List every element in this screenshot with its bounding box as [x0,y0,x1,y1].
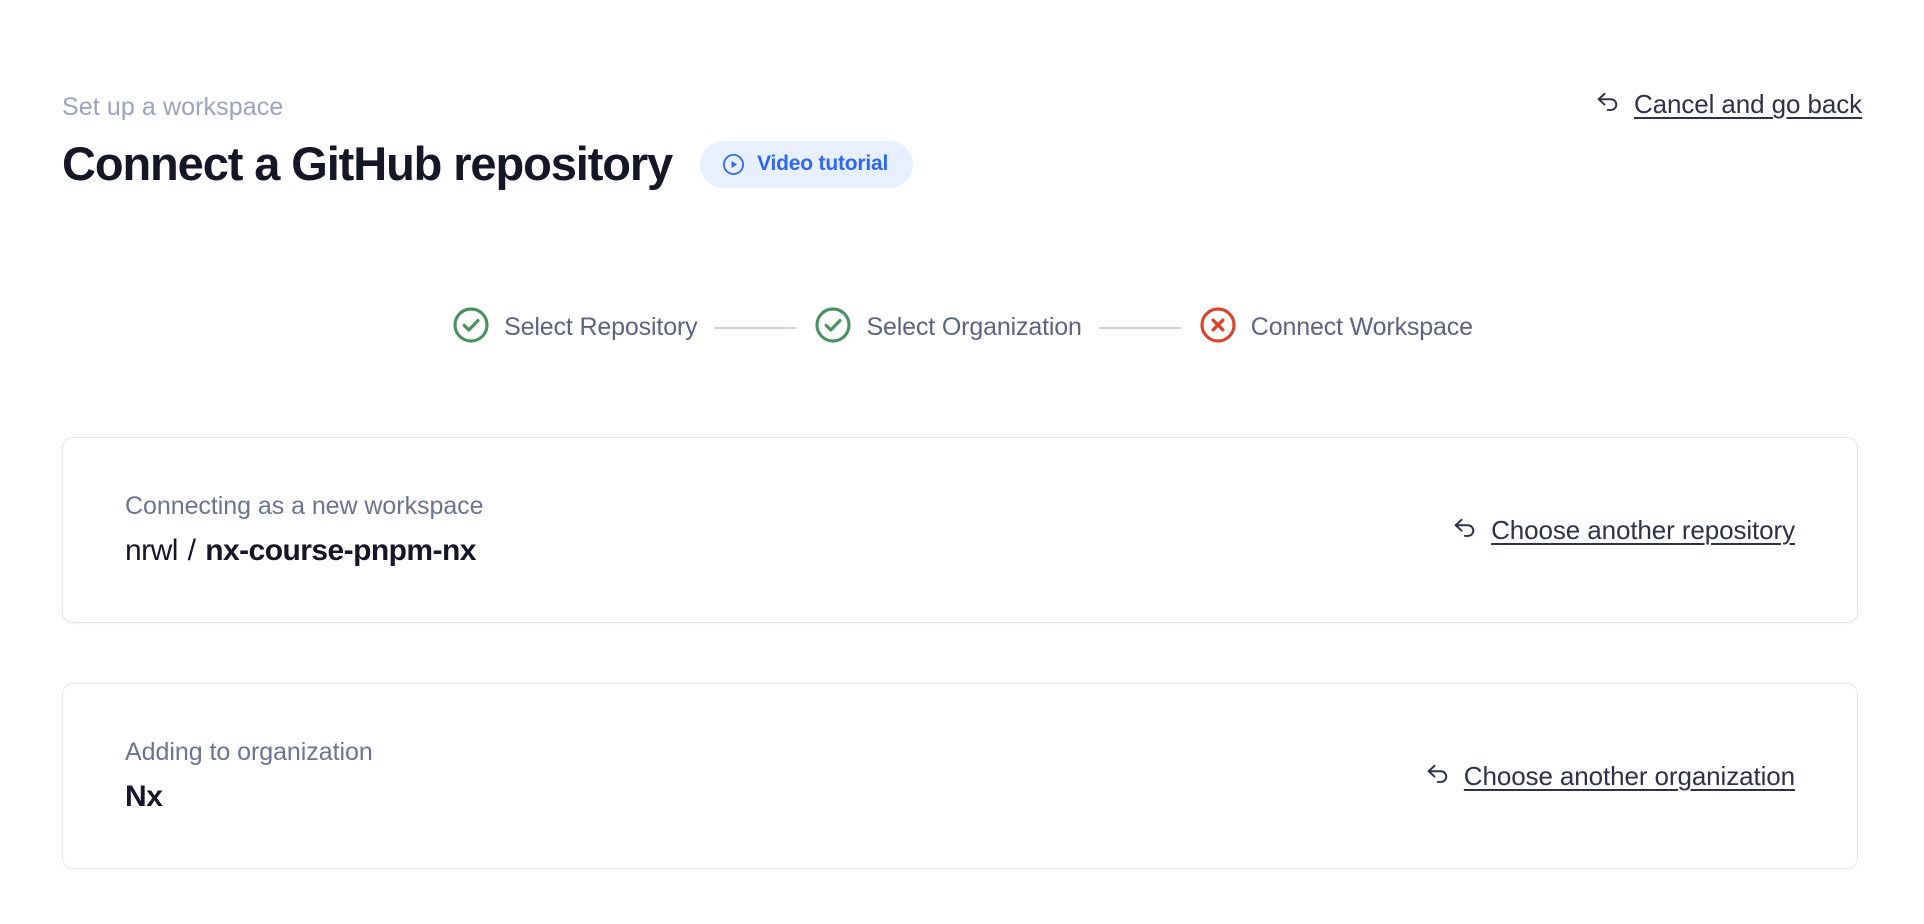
choose-another-repository-link[interactable]: Choose another repository [1451,514,1795,547]
page-header: Set up a workspace Connect a GitHub repo… [62,92,1862,191]
video-tutorial-label: Video tutorial [757,152,889,176]
step-connector [714,326,797,329]
organization-card: Adding to organization Nx Choose another… [62,683,1858,869]
organization-name: Nx [125,780,163,813]
choose-another-repository-label: Choose another repository [1491,514,1795,545]
step-connector [1098,326,1181,329]
repository-card-content: Connecting as a new workspace nrwl / nx-… [125,491,484,569]
back-arrow-icon [1451,514,1479,547]
step-select-repository[interactable]: Select Repository [451,305,698,350]
x-circle-icon [1198,305,1238,350]
progress-stepper: Select Repository Select Organization Co… [0,305,1924,350]
back-arrow-icon [1424,760,1452,793]
cancel-and-go-back-label: Cancel and go back [1633,89,1862,119]
step-label: Connect Workspace [1250,313,1473,341]
check-circle-icon [813,305,853,350]
step-connect-workspace[interactable]: Connect Workspace [1198,305,1473,350]
choose-another-organization-label: Choose another organization [1463,760,1795,791]
check-circle-icon [451,305,491,350]
back-arrow-icon [1594,88,1622,121]
repository-owner: nrwl [125,534,178,567]
breadcrumb: Set up a workspace [62,93,284,121]
organization-card-caption: Adding to organization [125,738,373,766]
repository-name: nx-course-pnpm-nx [205,534,476,567]
step-label: Select Repository [504,313,698,341]
organization-card-content: Adding to organization Nx [125,737,373,815]
repository-card-value: nrwl / nx-course-pnpm-nx [125,533,483,569]
step-select-organization[interactable]: Select Organization [813,305,1082,350]
video-tutorial-button[interactable]: Video tutorial [700,140,914,188]
play-circle-icon [721,152,746,177]
page-title: Connect a GitHub repository [62,137,673,190]
repository-card-caption: Connecting as a new workspace [125,492,484,520]
step-label: Select Organization [866,313,1082,341]
title-row: Connect a GitHub repository Video tutori… [62,137,1862,191]
repository-separator: / [187,534,196,567]
choose-another-organization-link[interactable]: Choose another organization [1424,760,1795,793]
repository-card: Connecting as a new workspace nrwl / nx-… [62,437,1858,623]
cancel-and-go-back-link[interactable]: Cancel and go back [1594,88,1862,121]
